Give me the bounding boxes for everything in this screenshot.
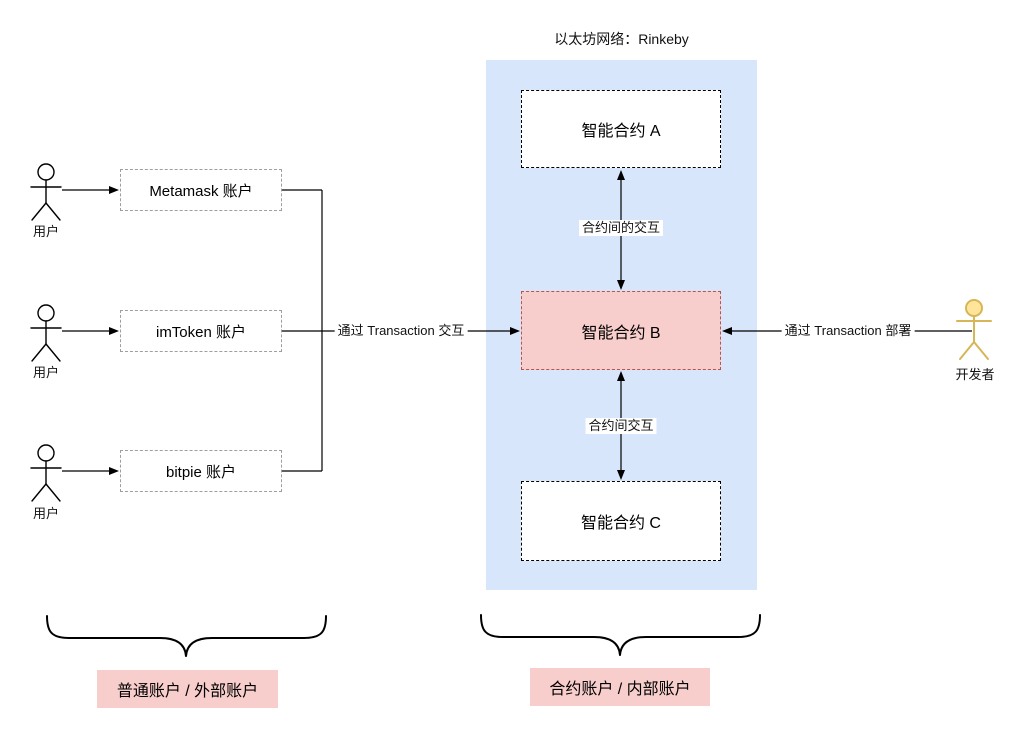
- group-external-text: 普通账户 / 外部账户: [116, 683, 259, 700]
- edge-label-transaction-interact: 通过 Transaction 交互: [334, 323, 468, 339]
- account-metamask-label: Metamask 账户: [149, 182, 253, 200]
- user-actor-2-label: 用户: [32, 365, 59, 380]
- account-bitpie-label: bitpie 账户: [165, 463, 237, 481]
- user-actor-3-figure: [30, 444, 62, 502]
- account-box-bitpie: bitpie 账户: [120, 450, 282, 492]
- arrowhead-user3: [109, 467, 119, 475]
- user-actor-1-label: 用户: [32, 224, 59, 239]
- arrowhead-user2: [109, 327, 119, 335]
- user-actor-3-label: 用户: [32, 506, 59, 521]
- contract-box-a: 智能合约 A: [521, 90, 721, 168]
- account-imtoken-label: imToken 账户: [155, 323, 247, 341]
- arrowhead-user1: [109, 186, 119, 194]
- contract-box-c: 智能合约 C: [521, 481, 721, 561]
- edge-label-contract-ab-interaction: 合约间的交互: [578, 220, 664, 236]
- user-actor-2-figure: [30, 304, 62, 362]
- account-box-metamask: Metamask 账户: [120, 169, 282, 211]
- brace-internal-accounts: [480, 614, 761, 656]
- group-label-external-accounts: 普通账户 / 外部账户: [97, 670, 278, 708]
- edge-label-transaction-deploy: 通过 Transaction 部署: [781, 323, 915, 339]
- contract-c-label: 智能合约 C: [580, 515, 661, 532]
- contract-b-label: 智能合约 B: [581, 324, 661, 342]
- group-internal-text: 合约账户 / 内部账户: [549, 681, 691, 698]
- edge-label-contract-bc-interaction: 合约间交互: [585, 418, 657, 434]
- contract-a-label: 智能合约 A: [581, 123, 661, 140]
- account-box-imtoken: imToken 账户: [120, 310, 282, 352]
- network-title: 以太坊网络：Rinkeby: [554, 31, 689, 47]
- contract-box-b: 智能合约 B: [521, 291, 721, 370]
- developer-actor-figure: [956, 299, 992, 360]
- group-label-internal-accounts: 合约账户 / 内部账户: [530, 668, 710, 706]
- user-actor-1-figure: [30, 163, 62, 221]
- developer-actor-label: 开发者: [955, 367, 995, 382]
- brace-external-accounts: [46, 615, 327, 657]
